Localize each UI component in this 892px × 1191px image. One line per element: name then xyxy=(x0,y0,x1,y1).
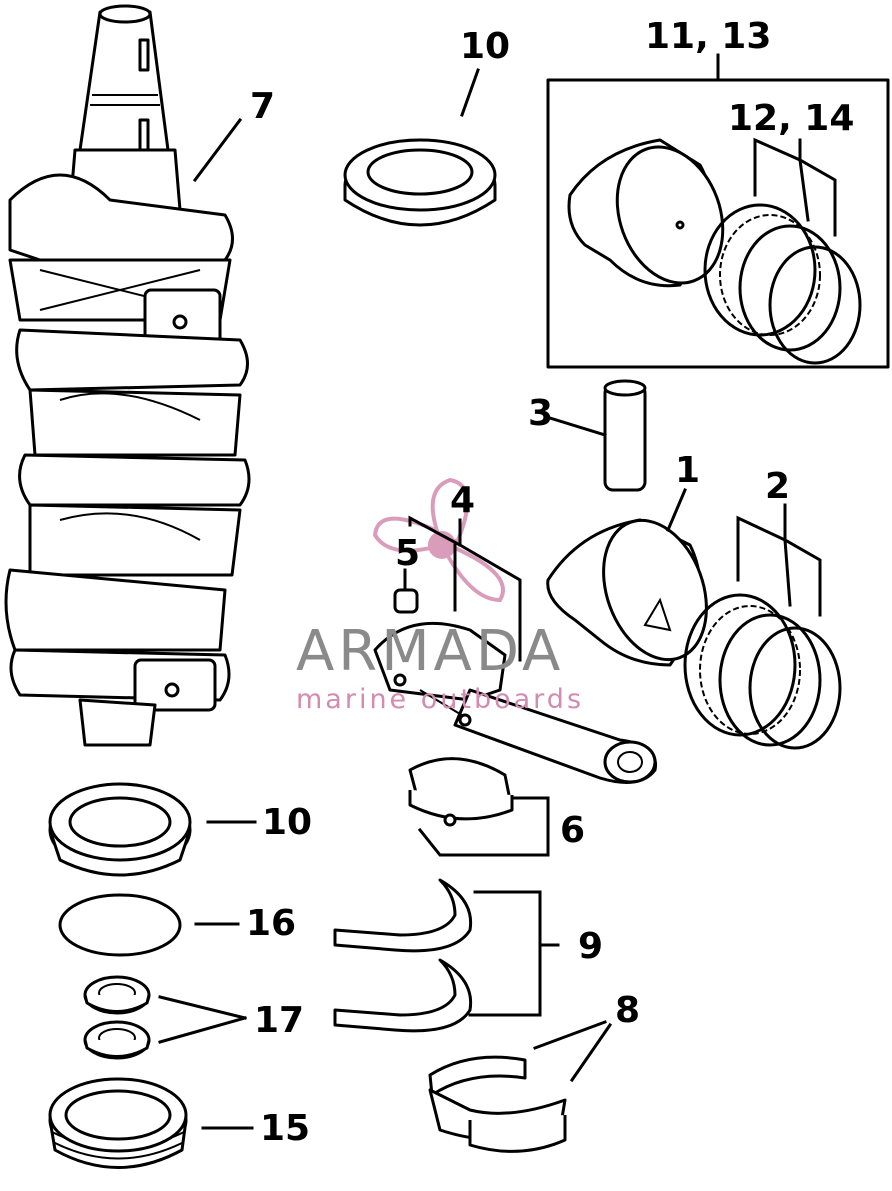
callout-2: 2 xyxy=(765,466,790,507)
callout-6: 6 xyxy=(560,810,585,851)
brand-watermark: ARMADA marine outboards xyxy=(296,477,584,715)
piston xyxy=(546,518,708,667)
roller-bearing-small xyxy=(393,588,419,614)
seal-housing xyxy=(48,1077,188,1169)
callout-11-13: 11, 13 xyxy=(645,16,771,57)
o-ring xyxy=(58,893,182,957)
leader-lines xyxy=(158,53,837,1130)
piston-kit-box xyxy=(546,78,890,369)
roller-bearings-17 xyxy=(83,975,151,1060)
callout-17: 17 xyxy=(254,1000,304,1041)
oil-seal-bottom xyxy=(48,782,192,877)
callout-10-bottom: 10 xyxy=(262,802,312,843)
watermark-brand: ARMADA xyxy=(296,619,564,684)
piston-rings xyxy=(683,593,842,750)
callout-1: 1 xyxy=(675,450,700,491)
callout-12-14: 12, 14 xyxy=(728,98,854,139)
callout-9: 9 xyxy=(578,926,603,967)
callout-10-top: 10 xyxy=(460,26,510,67)
bearing-half-8 xyxy=(428,1055,567,1153)
callout-labels: 7 10 11, 13 12, 14 3 1 2 4 5 6 9 8 10 16… xyxy=(246,16,854,1149)
callout-16: 16 xyxy=(246,903,296,944)
callout-8: 8 xyxy=(615,990,640,1031)
thrust-washers xyxy=(333,878,473,1033)
callout-4: 4 xyxy=(450,480,475,521)
bearing-half-6 xyxy=(408,757,514,827)
piston-pin xyxy=(603,379,647,492)
callout-15: 15 xyxy=(260,1108,310,1149)
callout-7: 7 xyxy=(250,86,275,127)
watermark-tagline: marine outboards xyxy=(296,684,584,715)
crankshaft xyxy=(4,4,251,747)
callout-5: 5 xyxy=(395,533,420,574)
connecting-rod xyxy=(373,621,658,784)
callout-3: 3 xyxy=(528,393,553,434)
oil-seal-top xyxy=(343,138,497,227)
